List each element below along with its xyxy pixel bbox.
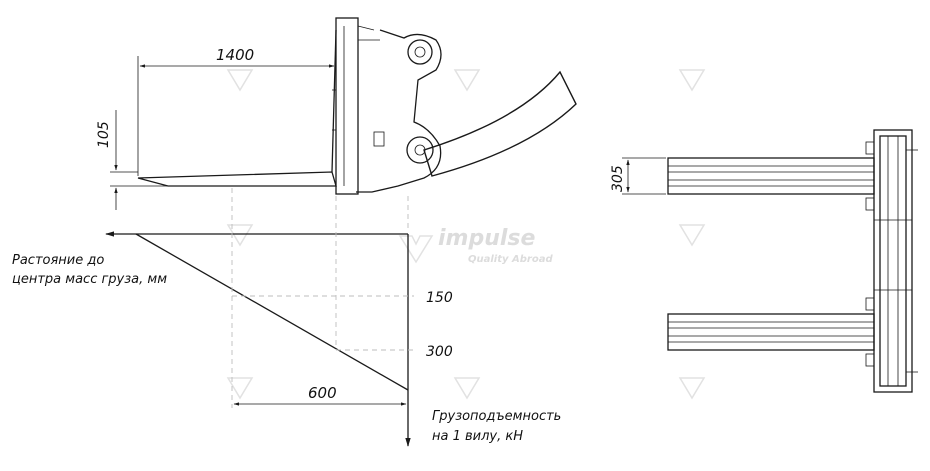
- boom-arm: [423, 70, 577, 177]
- fork-blade: [137, 171, 337, 187]
- lower-fork: [667, 313, 875, 351]
- watermark-brand: impulse: [438, 226, 536, 251]
- y-axis-title-line2: на 1 вилу, кН: [432, 429, 523, 444]
- y-axis-title-line1: Грузоподъемность: [432, 409, 561, 424]
- carriage-frame: [865, 129, 918, 393]
- upper-pin-icon: [407, 39, 433, 65]
- capacity-tick-300: 300: [426, 344, 453, 360]
- watermark-tagline: Quality Abroad: [468, 254, 553, 265]
- fork-thickness-label: 105: [96, 121, 112, 148]
- watermark-logo-icon: [226, 69, 706, 400]
- mount-bracket: [356, 29, 442, 193]
- x-axis-title-line2: центра масс груза, мм: [12, 272, 167, 287]
- load-center-label: 600: [308, 384, 337, 402]
- fork-length-label: 1400: [216, 46, 254, 64]
- lower-pin-icon: [406, 136, 434, 164]
- x-axis-title-line1: Растояние до: [12, 253, 104, 268]
- capacity-chart: 150 300 600 Растояние до центра масс гру…: [12, 188, 561, 447]
- fork-width-label: 305: [610, 165, 626, 192]
- capacity-curve: [135, 233, 409, 391]
- side-view: 1400 105: [96, 17, 577, 210]
- capacity-tick-150: 150: [426, 290, 453, 306]
- watermark: impulse Quality Abroad: [226, 69, 706, 400]
- upper-fork: [667, 157, 875, 195]
- fork-carriage: [335, 17, 359, 195]
- top-view: 305: [610, 129, 918, 393]
